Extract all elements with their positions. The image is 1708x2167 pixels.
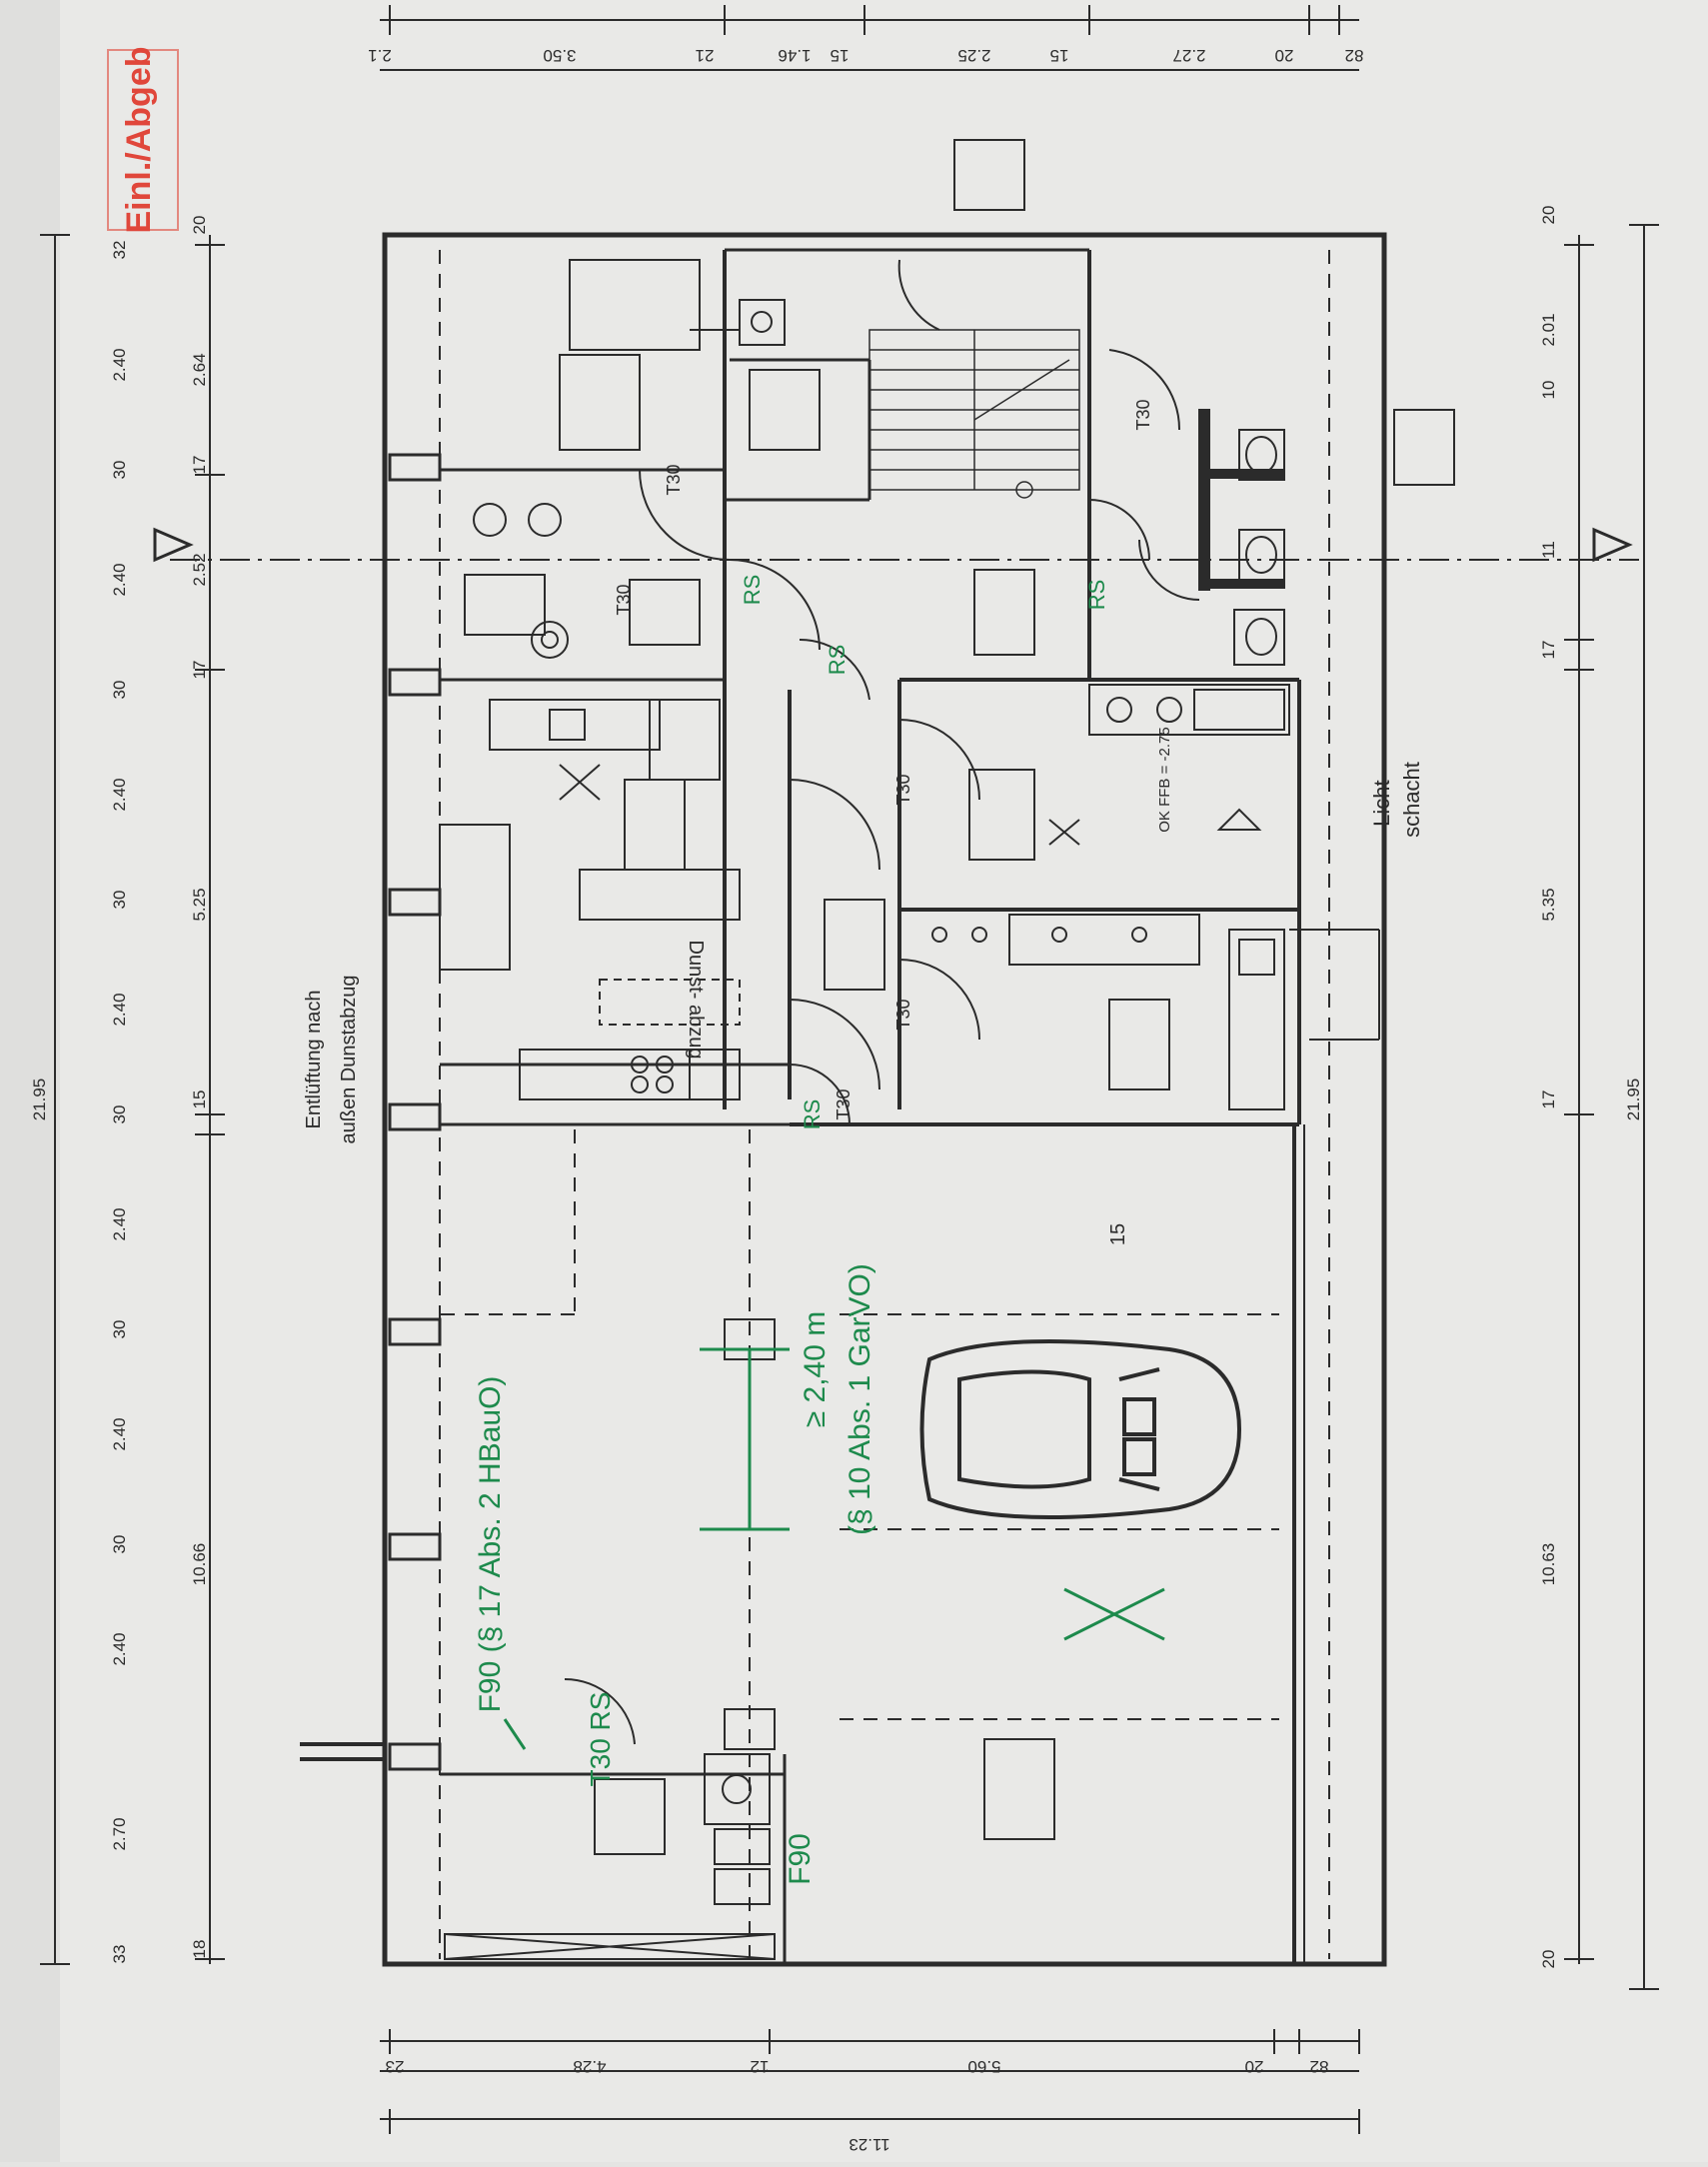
garage-number: 15 <box>1107 1223 1129 1245</box>
dim-label: 30 <box>110 681 129 700</box>
dim-label: 5.25 <box>190 888 209 921</box>
dim-label: 10.66 <box>190 1543 209 1586</box>
dim-label: 1.46 <box>778 46 811 65</box>
section-line <box>153 527 1639 563</box>
dim-label: 30 <box>110 891 129 910</box>
dim-label: 30 <box>110 1320 129 1339</box>
dim-label: 12 <box>751 2057 770 2076</box>
dim-label: 5.35 <box>1539 888 1558 921</box>
dimension-labels-left: 21.95 32 2.40 30 2.40 30 2.40 30 2.40 30… <box>30 216 209 1964</box>
dim-label: 15 <box>831 46 850 65</box>
dim-label: 20 <box>1539 206 1558 225</box>
dashed-lines <box>439 250 1330 1959</box>
dim-left-overall: 11.23 <box>849 2135 889 2154</box>
stamp-text: Einl./Abgeb <box>120 47 158 234</box>
green-rs: RS <box>1084 580 1109 611</box>
green-door-label: T30 RS <box>585 1692 616 1787</box>
dim-label: 4.28 <box>573 2057 606 2076</box>
dim-label: 2.40 <box>110 993 129 1026</box>
dimension-labels-right: 21.95 20 2.01 10 11 17 5.35 17 10.63 20 <box>1539 206 1643 1969</box>
dim-label: 17 <box>190 661 209 680</box>
dim-label: 17 <box>1539 1090 1558 1109</box>
door-label: T30 <box>1133 399 1153 430</box>
dim-label: 30 <box>110 1535 129 1554</box>
dim-label: 82 <box>1310 2057 1329 2076</box>
dim-label: 32 <box>110 241 129 260</box>
dim-label: 2.01 <box>1539 313 1558 346</box>
hood-note: Dunst- abzug <box>685 941 707 1060</box>
lichtschacht-line1: Licht- <box>1369 773 1394 827</box>
door-label: T30 <box>834 1088 854 1119</box>
dim-label: 20 <box>1245 2057 1264 2076</box>
dim-label: 21 <box>696 46 715 65</box>
dim-label: 18 <box>190 1940 209 1959</box>
lichtschacht-line2: schacht <box>1399 762 1424 838</box>
staircase <box>868 329 1080 499</box>
dim-label: 15 <box>1050 46 1069 65</box>
dim-label: 2.64 <box>190 353 209 386</box>
door-swings <box>564 259 1200 1745</box>
dim-label: 30 <box>110 461 129 480</box>
kitchen-fixtures <box>439 699 1380 1960</box>
dim-label: 30 <box>110 1105 129 1124</box>
door-label: T30 <box>664 464 684 495</box>
dim-label: 17 <box>1539 641 1558 660</box>
green-annotations: F90 (§ 17 Abs. 2 HBauO) ≥ 2,40 m (§ 10 A… <box>474 575 1109 1885</box>
green-f90-short: F90 <box>784 1833 817 1885</box>
green-rs: RS <box>825 645 850 676</box>
dim-label: 20 <box>1275 46 1294 65</box>
dim-label: 10 <box>1539 381 1558 400</box>
dimension-ticks <box>40 5 1659 2134</box>
dim-label: 5.60 <box>967 2057 1000 2076</box>
dim-label: 11 <box>1539 541 1558 559</box>
dim-label: 33 <box>110 1945 129 1964</box>
door-label: T30 <box>614 584 634 615</box>
ventilation-note-line2: außen Dunstabzug <box>338 975 360 1143</box>
car-symbol <box>919 1339 1242 1519</box>
dim-label: 2.40 <box>110 778 129 811</box>
dim-label: 2.40 <box>110 563 129 596</box>
dim-label: 15 <box>190 1090 209 1109</box>
green-marks <box>503 1347 1165 1750</box>
dim-bottom-overall: 21.95 <box>1624 1079 1643 1121</box>
dim-label: 3.50 <box>543 46 576 65</box>
dim-label: 20 <box>190 216 209 235</box>
dim-label: 2.40 <box>110 348 129 381</box>
dim-label: 2.27 <box>1172 46 1205 65</box>
dim-label: 20 <box>1539 1950 1558 1969</box>
dim-label: 10.63 <box>1539 1543 1558 1586</box>
dim-label: 2.52 <box>190 553 209 586</box>
dim-label: 2.70 <box>110 1817 129 1850</box>
red-stamp: Einl./Abgeb <box>107 47 179 234</box>
dim-label: 82 <box>1345 46 1364 65</box>
green-f90-note: F90 (§ 17 Abs. 2 HBauO) <box>474 1376 507 1713</box>
dim-label: 2.25 <box>957 46 990 65</box>
green-reg-note: (§ 10 Abs. 1 GarVO) <box>844 1263 876 1535</box>
door-label: T30 <box>893 999 913 1030</box>
dimension-lines <box>54 19 1645 2120</box>
plan-text: Entlüftung nach außen Dunstabzug Dunst- … <box>303 399 1424 1245</box>
door-label: T30 <box>893 774 913 805</box>
facade-columns <box>388 453 442 1771</box>
dim-top-overall: 21.95 <box>30 1079 49 1121</box>
paper-edge <box>0 0 60 2162</box>
dim-label: 2.1 <box>368 46 392 65</box>
dimension-labels-top-bottom: 2.1 3.50 21 1.46 15 2.25 15 2.27 20 82 2… <box>368 46 1363 2154</box>
building-walls <box>300 232 1387 1967</box>
green-rs: RS <box>740 575 765 606</box>
dim-label: 2.40 <box>110 1632 129 1665</box>
dim-label: 2.40 <box>110 1417 129 1450</box>
green-height-note: ≥ 2,40 m <box>799 1311 832 1428</box>
dim-label: 17 <box>190 456 209 475</box>
dim-label: 23 <box>386 2057 405 2076</box>
level-label: OK FFB = -2.75 <box>1156 727 1173 832</box>
green-rs: RS <box>800 1099 825 1130</box>
bathroom-fixtures <box>473 259 1290 736</box>
dim-label: 2.40 <box>110 1207 129 1240</box>
ventilation-note-line1: Entlüftung nach <box>303 991 325 1129</box>
room-label-boxes <box>464 139 1455 1855</box>
